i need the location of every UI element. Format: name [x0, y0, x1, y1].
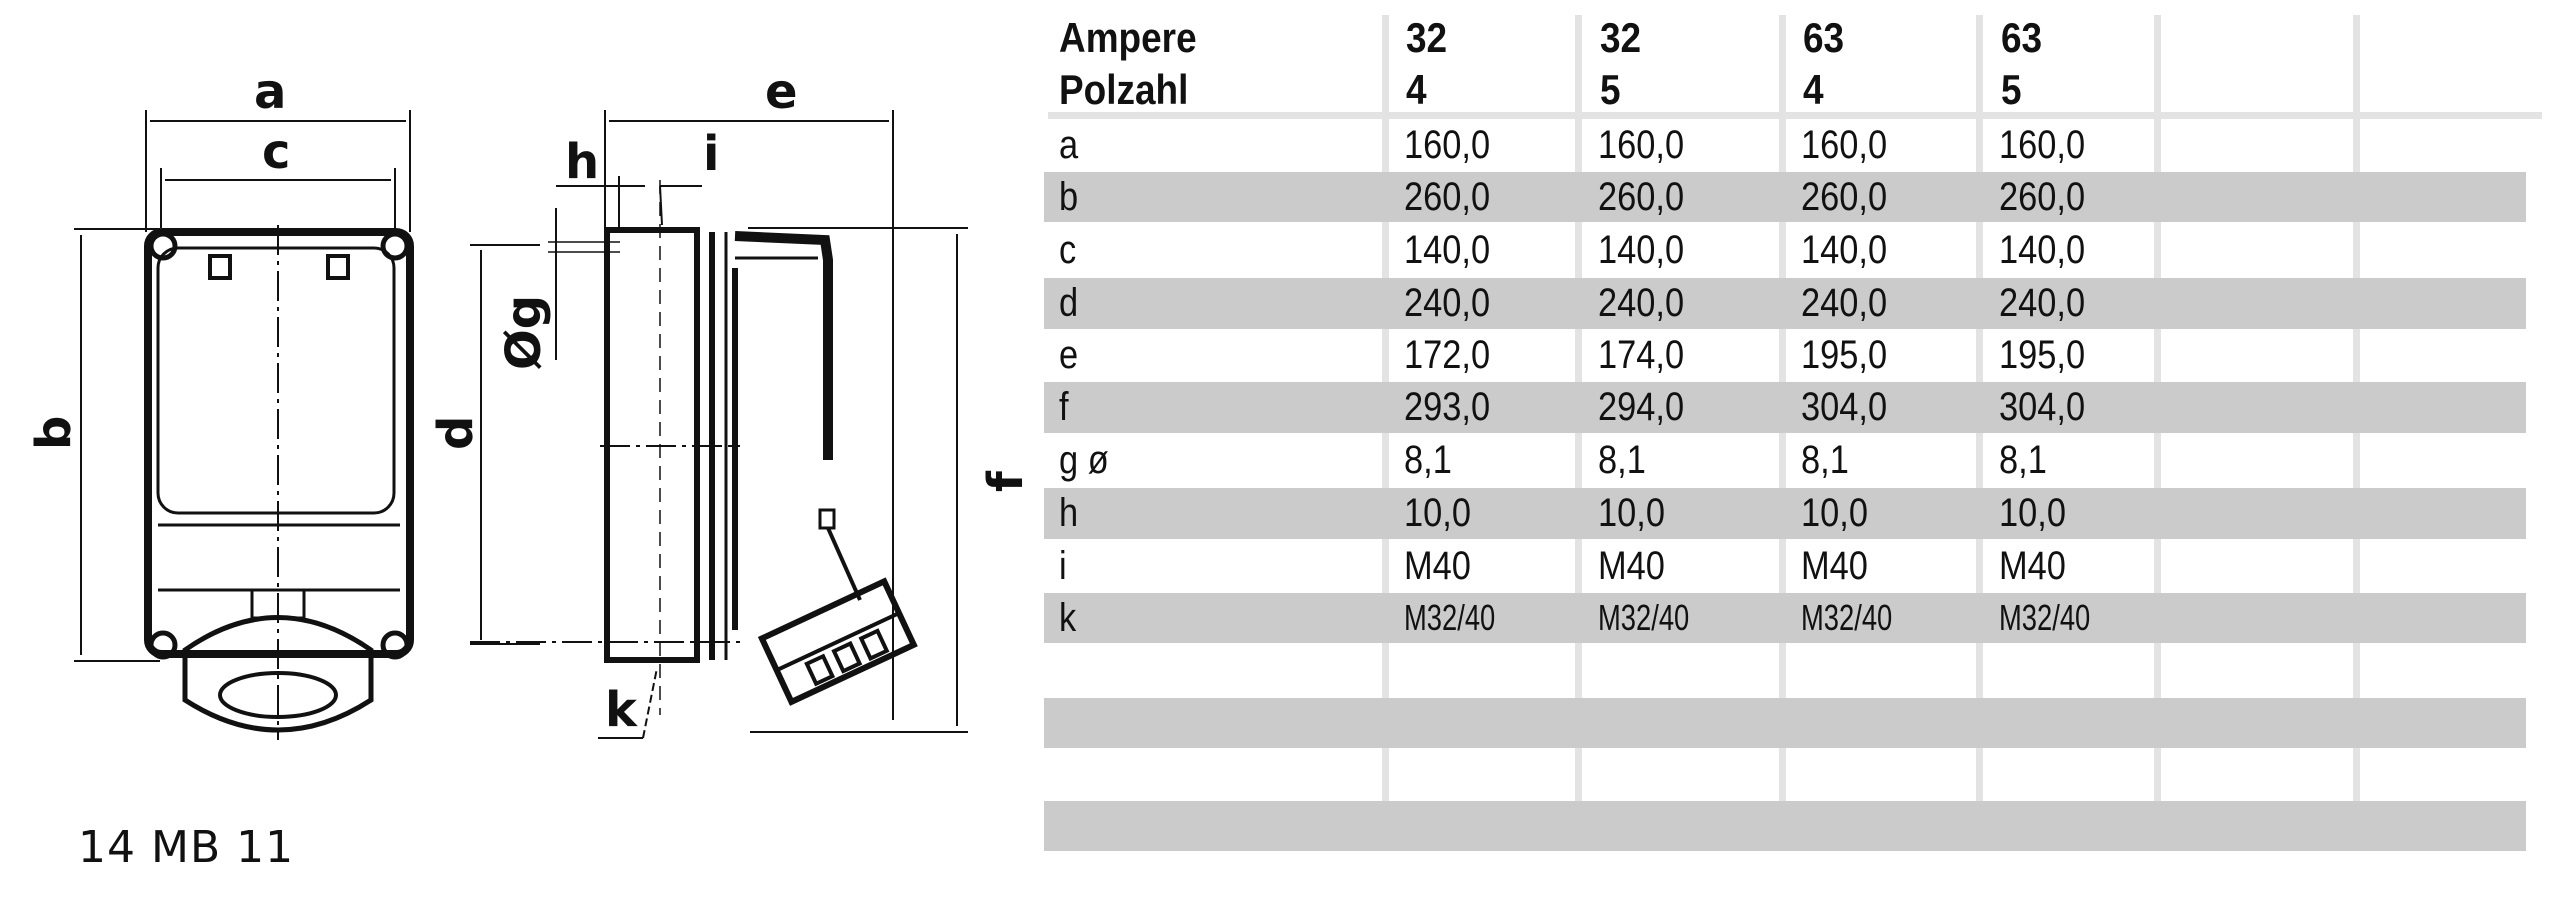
cell-value: 304,0 — [1801, 385, 1888, 429]
cell-value: M40 — [1801, 543, 1868, 588]
header-ampere-col1: 32 — [1406, 14, 1448, 61]
side-view — [470, 110, 968, 739]
cell-value: 294,0 — [1598, 385, 1685, 429]
table-row-f: f 293,0 294,0 304,0 304,0 — [1044, 382, 2526, 433]
cell-value: 8,1 — [1999, 438, 2047, 482]
cell-value: 8,1 — [1598, 438, 1646, 482]
table-row-empty — [1044, 748, 2526, 801]
header-label-ampere: Ampere — [1059, 14, 1197, 61]
cell-value: M32/40 — [1801, 597, 1893, 638]
cell-value: M40 — [1404, 543, 1471, 588]
model-code: 14 MB 11 — [78, 822, 295, 873]
table-row-e: e 172,0 174,0 195,0 195,0 — [1044, 329, 2526, 382]
cell-value: M32/40 — [1598, 597, 1690, 638]
header-separator — [1048, 112, 2542, 119]
cell-value: 240,0 — [1801, 281, 1888, 325]
row-label: k — [1059, 595, 1077, 640]
front-view — [74, 110, 540, 740]
header-ampere-col2: 32 — [1600, 14, 1642, 61]
table-row-k: k M32/40 M32/40 M32/40 M32/40 — [1044, 593, 2526, 643]
cell-value: 260,0 — [1801, 174, 1888, 219]
dim-label-i: i — [703, 126, 719, 182]
header-ampere-col4: 63 — [2001, 14, 2043, 61]
dim-label-f: f — [978, 470, 1034, 492]
row-label: f — [1059, 385, 1069, 429]
cell-value: 10,0 — [1999, 491, 2066, 535]
cell-value: M32/40 — [1999, 597, 2091, 638]
cell-value: 10,0 — [1404, 491, 1471, 535]
cell-value: M40 — [1598, 543, 1665, 588]
cell-value: 140,0 — [1801, 227, 1888, 272]
cell-value: 10,0 — [1598, 491, 1665, 535]
dim-label-c: c — [262, 124, 290, 180]
header-ampere-col3: 63 — [1803, 14, 1845, 61]
cell-value: M40 — [1999, 543, 2066, 588]
cell-value: 260,0 — [1999, 174, 2086, 219]
dimension-drawing-svg: a c b d — [26, 64, 1034, 740]
dim-label-k: k — [605, 682, 638, 738]
dim-label-b: b — [26, 416, 82, 450]
cell-value: 172,0 — [1404, 333, 1491, 377]
cell-value: 140,0 — [1999, 227, 2086, 272]
row-label: d — [1059, 281, 1079, 325]
cell-value: 293,0 — [1404, 385, 1491, 429]
table-row-d: d 240,0 240,0 240,0 240,0 — [1044, 278, 2526, 329]
dim-label-g: Øg — [496, 295, 552, 370]
dim-label-e: e — [765, 64, 798, 120]
row-label: c — [1059, 227, 1077, 272]
row-label: g ø — [1059, 438, 1109, 482]
cell-value: 160,0 — [1801, 122, 1888, 167]
cell-value: 195,0 — [1999, 333, 2086, 377]
cell-value: 140,0 — [1598, 227, 1685, 272]
header-polzahl-col4: 5 — [2001, 66, 2022, 113]
header-label-polzahl: Polzahl — [1059, 66, 1189, 113]
cell-value: 160,0 — [1598, 122, 1685, 167]
cell-value: 8,1 — [1801, 438, 1849, 482]
table-row-i: i M40 M40 M40 M40 — [1044, 539, 2526, 593]
technical-drawing: a c b d — [0, 0, 1040, 909]
cell-value: 140,0 — [1404, 227, 1491, 272]
cell-value: 240,0 — [1999, 281, 2086, 325]
cell-value: 304,0 — [1999, 385, 2086, 429]
header-polzahl-col2: 5 — [1600, 66, 1621, 113]
row-label: e — [1059, 333, 1079, 377]
row-label: b — [1059, 174, 1079, 219]
cell-value: 8,1 — [1404, 438, 1452, 482]
table-row-a: a 160,0 160,0 160,0 160,0 — [1044, 119, 2526, 171]
header-polzahl-col1: 4 — [1406, 66, 1427, 113]
table-row-empty — [1044, 698, 2526, 748]
table-row-c: c 140,0 140,0 140,0 140,0 — [1044, 222, 2526, 278]
table-row-h: h 10,0 10,0 10,0 10,0 — [1044, 488, 2526, 539]
cell-value: 160,0 — [1999, 122, 2086, 167]
table-row-empty — [1044, 801, 2526, 851]
cell-value: 240,0 — [1598, 281, 1685, 325]
cell-value: 195,0 — [1801, 333, 1888, 377]
table-row-b: b 260,0 260,0 260,0 260,0 — [1044, 172, 2526, 222]
row-label: a — [1059, 122, 1079, 167]
cell-value: 240,0 — [1404, 281, 1491, 325]
row-label: h — [1059, 491, 1079, 535]
row-label: i — [1059, 543, 1067, 588]
cell-value: 174,0 — [1598, 333, 1685, 377]
header-polzahl-col3: 4 — [1803, 66, 1824, 113]
cell-value: 10,0 — [1801, 491, 1868, 535]
dimension-table: Ampere Polzahl 32 4 32 5 63 4 63 5 a 160… — [1044, 0, 2544, 909]
dim-label-a: a — [254, 64, 286, 120]
cell-value: 260,0 — [1404, 174, 1491, 219]
cell-value: 160,0 — [1404, 122, 1491, 167]
table-row-g: g ø 8,1 8,1 8,1 8,1 — [1044, 433, 2526, 488]
cell-value: M32/40 — [1404, 597, 1496, 638]
table-row-empty — [1044, 643, 2526, 698]
dim-label-d: d — [428, 416, 484, 450]
cell-value: 260,0 — [1598, 174, 1685, 219]
dim-label-h: h — [565, 134, 599, 190]
